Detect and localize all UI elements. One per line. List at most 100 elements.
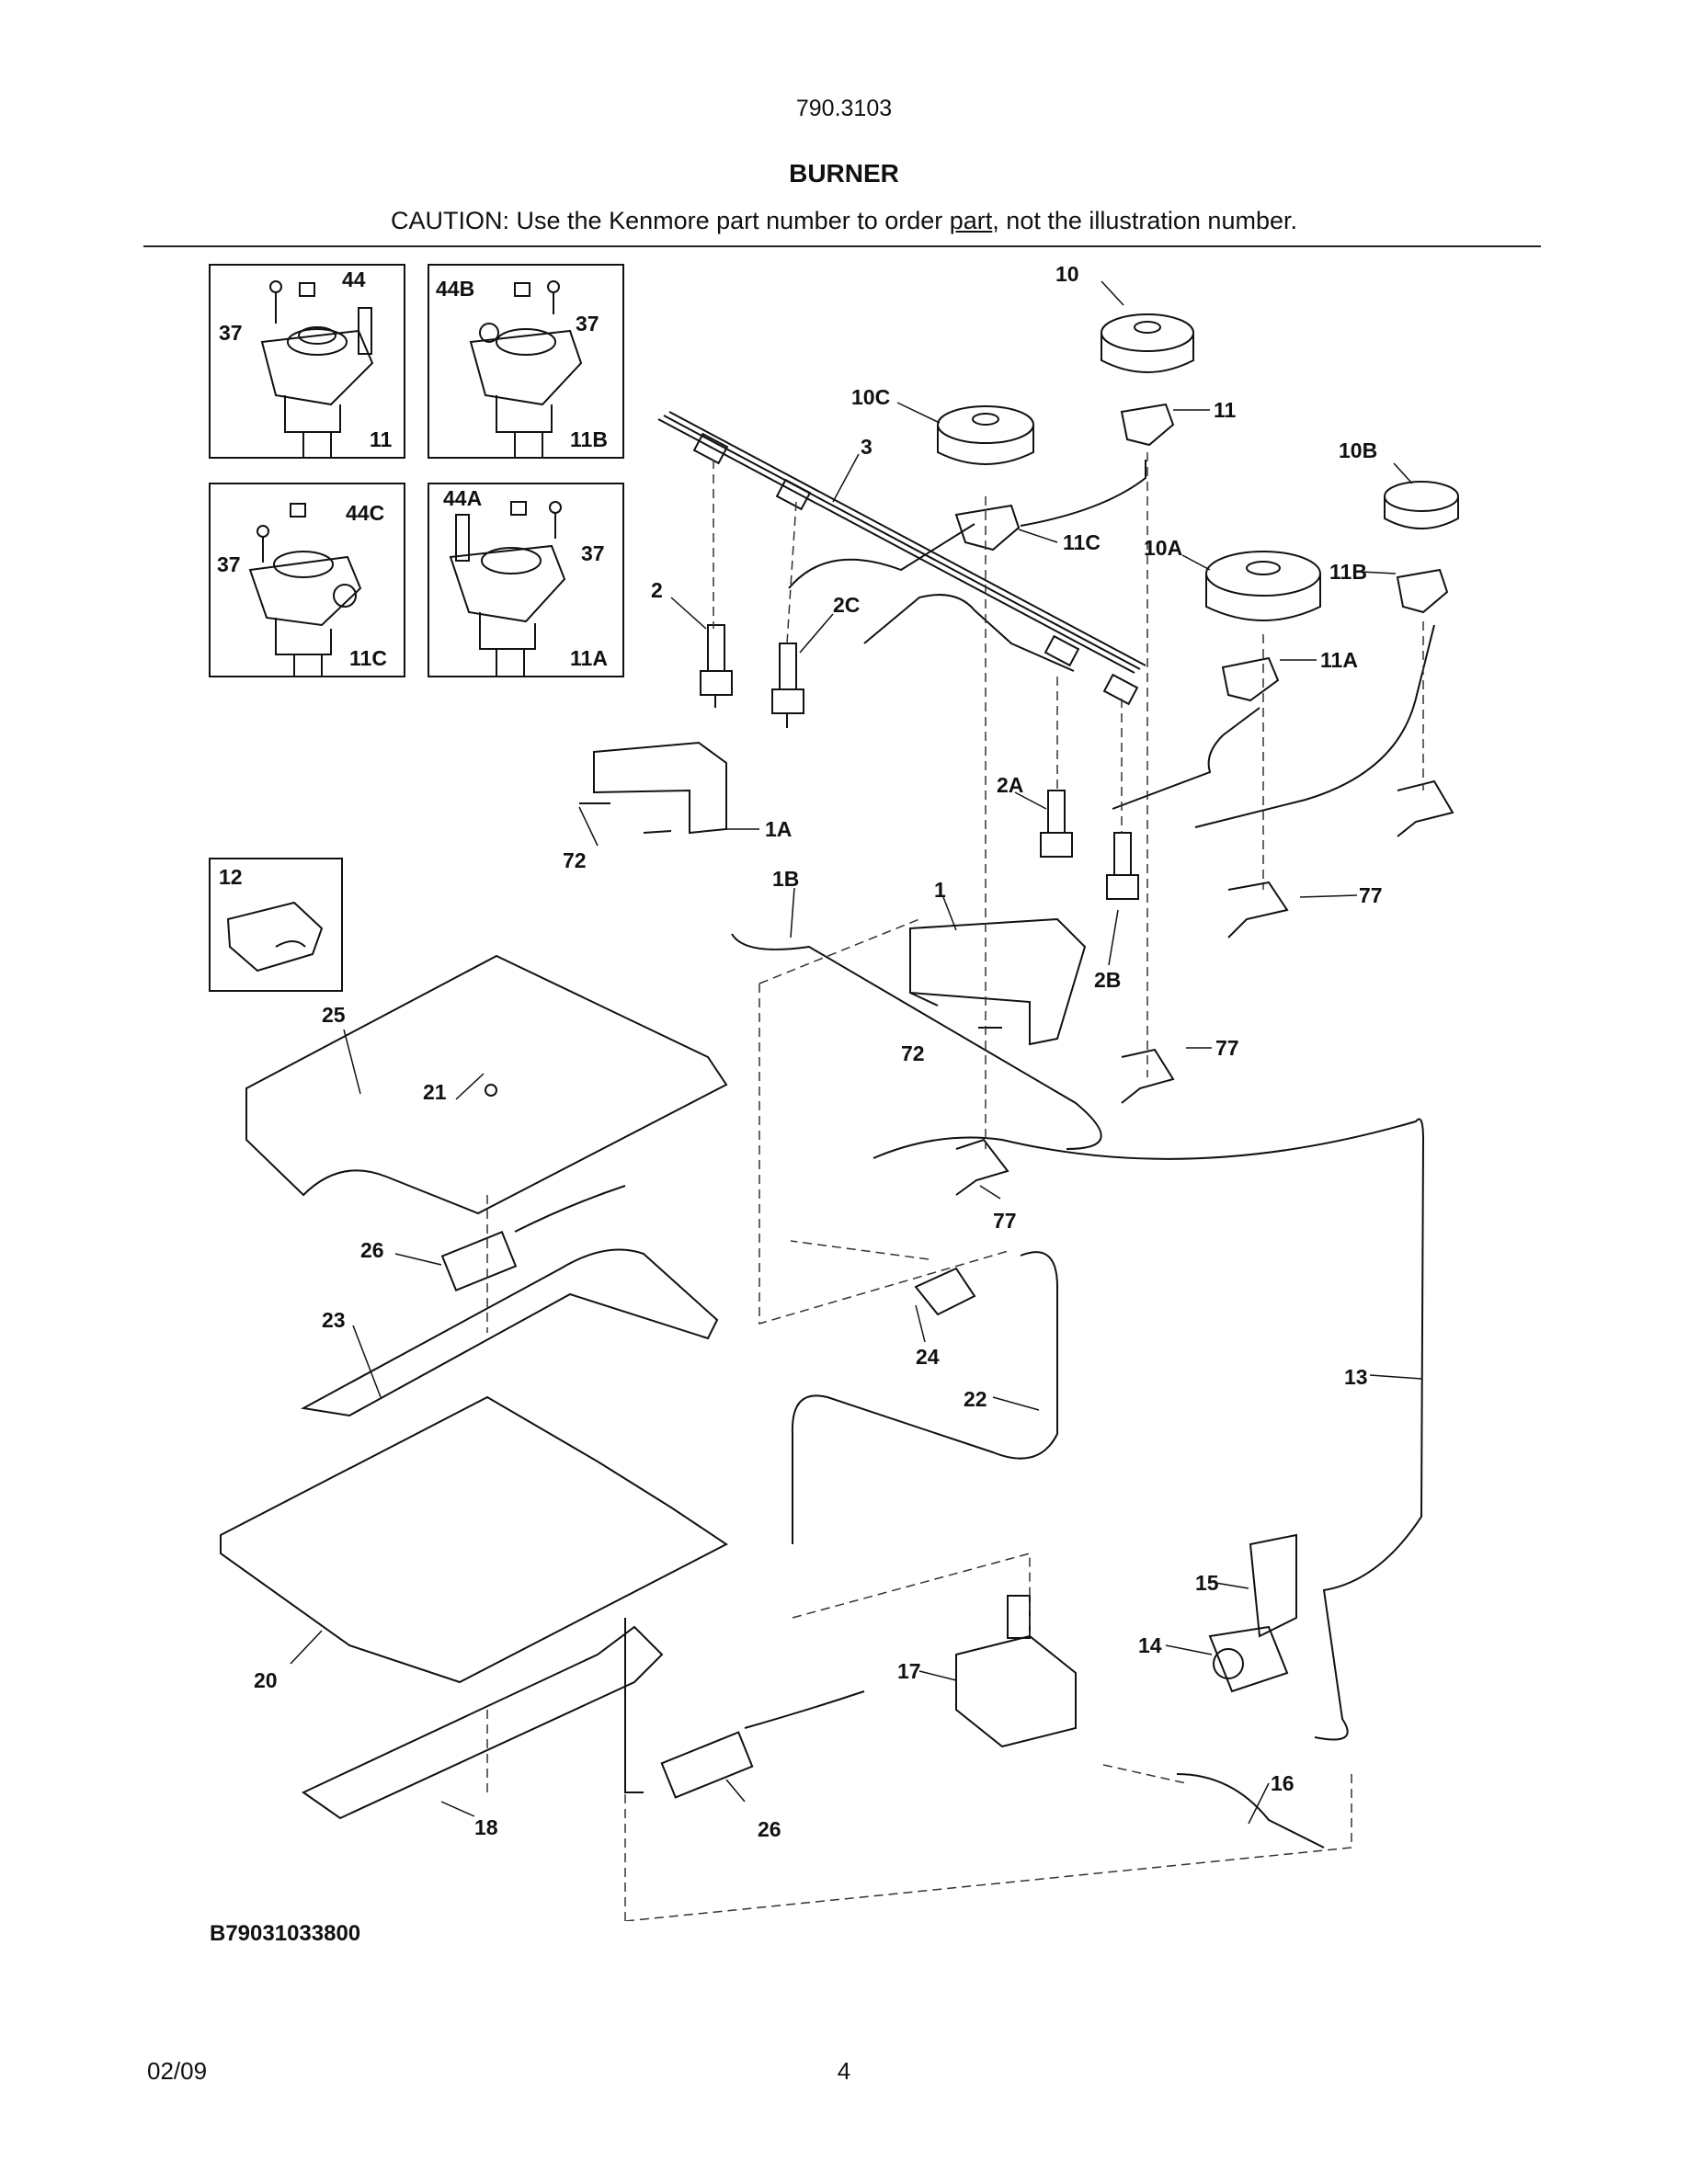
callout-11: 11 [1214, 398, 1237, 422]
burner-10a [1205, 551, 1321, 621]
diagram-code: B79031033800 [210, 1921, 361, 1946]
callout-10b: 10B [1339, 438, 1377, 462]
callout-2b: 2B [1094, 968, 1121, 992]
igniter-26-bottom [660, 1731, 754, 1799]
callout-37: 37 [217, 552, 241, 576]
base-11 [1120, 403, 1175, 447]
caution-note: CAUTION: Use the Kenmore part number to … [391, 207, 1297, 234]
callout-20: 20 [254, 1668, 278, 1692]
valve-2c [771, 643, 804, 728]
screw-21 [485, 1084, 497, 1097]
inset-box-11a [428, 483, 624, 677]
shield-20 [220, 1395, 728, 1684]
callout-77: 77 [1215, 1036, 1239, 1060]
callout-3: 3 [861, 435, 873, 459]
valve-2 [700, 624, 733, 708]
model-number: 790.3103 [795, 96, 893, 121]
inset-box-11 [209, 264, 405, 459]
callout-1: 1 [934, 878, 946, 902]
burner-10b [1384, 481, 1459, 529]
bracket-77-mid [1227, 881, 1289, 938]
burner-tube-18 [302, 1625, 664, 1820]
valve-2b [1106, 832, 1139, 900]
callout-23: 23 [322, 1308, 346, 1332]
burner-exploded-diagram: 37 44 11 44B 37 11B 44C 37 11C 44A 37 11… [209, 262, 1459, 1921]
base-11a [1221, 656, 1280, 702]
inset-12-part [226, 901, 324, 973]
inset-11-part [260, 280, 374, 458]
callout-11: 11 [370, 427, 393, 451]
footer-page-number: 4 [837, 2057, 851, 2085]
callout-37: 37 [576, 312, 599, 336]
base-11b [1396, 568, 1449, 614]
tube-3 [657, 418, 1135, 674]
callout-1a: 1A [765, 817, 792, 841]
burner-10c [937, 405, 1034, 465]
bracket-1 [909, 917, 1087, 1046]
igniter-26-top [440, 1231, 518, 1291]
callout-44b: 44B [436, 277, 474, 301]
burner-10 [1101, 313, 1194, 373]
callout-22: 22 [964, 1387, 987, 1411]
callout-labels: 37 44 11 44B 37 11B 44C 37 11C 44A 37 11… [217, 262, 1383, 1841]
callout-25: 25 [322, 1003, 346, 1027]
callout-10c: 10C [851, 385, 890, 409]
bracket-77-center [955, 1138, 1009, 1196]
callout-44c: 44C [346, 501, 384, 525]
callout-18: 18 [474, 1815, 498, 1839]
inset-11a-part [449, 501, 566, 677]
callout-44a: 44A [443, 486, 482, 510]
callout-11a: 11A [1320, 648, 1358, 672]
callout-14: 14 [1138, 1633, 1162, 1657]
callout-72: 72 [563, 848, 587, 872]
callout-2: 2 [651, 578, 663, 602]
caution-part-word: part [949, 207, 993, 234]
inset-box-11b [428, 264, 624, 459]
base-11c [954, 504, 1021, 552]
callout-13: 13 [1344, 1365, 1368, 1389]
tube-1b [731, 933, 1102, 1150]
callout-10: 10 [1055, 262, 1079, 286]
callout-26: 26 [758, 1817, 781, 1841]
callout-11c: 11C [1063, 530, 1101, 554]
bracket-77-low [1121, 1048, 1175, 1104]
inset-box-12 [209, 858, 343, 992]
callout-77: 77 [993, 1209, 1017, 1233]
inset-box-11c [209, 483, 405, 677]
footer-date: 02/09 [147, 2057, 208, 2085]
callout-44: 44 [342, 267, 366, 291]
valve-2a [1040, 790, 1073, 858]
orifice-24 [914, 1267, 976, 1316]
callout-2a: 2A [997, 773, 1023, 797]
callout-16: 16 [1271, 1771, 1295, 1795]
inset-11b-part [469, 280, 583, 458]
callout-12: 12 [219, 865, 243, 889]
burner-tube-23 [300, 1248, 719, 1417]
callout-21: 21 [423, 1080, 447, 1104]
callout-37: 37 [219, 321, 243, 345]
tube-22 [791, 1251, 1058, 1544]
callout-24: 24 [916, 1345, 940, 1369]
inset-11c-part [248, 503, 362, 677]
callout-11a: 11A [570, 646, 608, 670]
callout-26: 26 [360, 1238, 384, 1262]
thermostat-17 [955, 1634, 1077, 1748]
callout-72: 72 [901, 1041, 925, 1065]
page-title: BURNER [789, 159, 899, 188]
callout-37: 37 [581, 541, 605, 565]
regulator-14 [1208, 1625, 1289, 1693]
callout-2c: 2C [833, 593, 860, 617]
bracket-15 [1249, 1533, 1297, 1638]
callout-15: 15 [1195, 1571, 1219, 1595]
callout-10a: 10A [1144, 536, 1182, 560]
callout-77: 77 [1359, 883, 1383, 907]
callout-1b: 1B [772, 867, 799, 891]
bracket-77-top [1397, 779, 1454, 837]
bracket-1a [593, 741, 727, 835]
tube-16 [1176, 1773, 1325, 1848]
callout-11c: 11C [349, 646, 387, 670]
callout-11b: 11B [570, 427, 608, 451]
header-divider [143, 245, 1541, 247]
callout-17: 17 [897, 1659, 921, 1683]
shield-25 [245, 954, 728, 1215]
